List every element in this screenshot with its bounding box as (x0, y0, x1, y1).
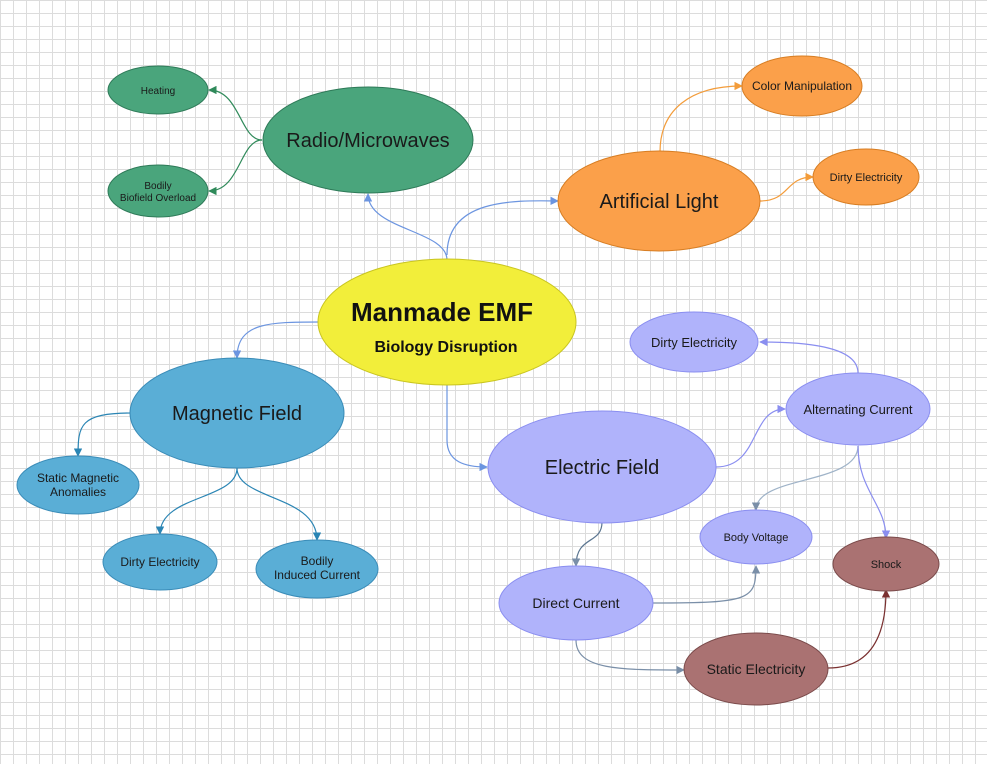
node-magnetic-field[interactable]: Magnetic Field (129, 357, 345, 469)
node-artificial-light[interactable]: Artificial Light (557, 150, 761, 252)
dirty-electricity-mag-label: Dirty Electricity (120, 555, 199, 569)
edge-ac-to-shock (857, 445, 891, 539)
color-manipulation-label: Color Manipulation (752, 79, 852, 93)
edge-dc-to-bodyvoltage (652, 565, 761, 604)
node-static-electricity[interactable]: Static Electricity (683, 632, 829, 706)
node-manmade-emf[interactable]: Manmade EMF Biology Disruption (317, 258, 577, 386)
edge-emf-to-magnetic (232, 321, 321, 359)
edge-dc-to-static (575, 639, 685, 675)
magnetic-field-label: Magnetic Field (172, 403, 302, 425)
edge-static-to-shock (827, 589, 891, 669)
edge-radio-to-heating (208, 85, 263, 141)
induced-current-line2: Induced Current (274, 568, 361, 582)
edge-light-to-color (659, 81, 743, 153)
node-direct-current[interactable]: Direct Current (498, 565, 654, 641)
node-radio-microwaves[interactable]: Radio/Microwaves (262, 86, 474, 194)
manmade-emf-title: Manmade EMF (351, 297, 533, 327)
edge-emf-to-electric (446, 385, 488, 472)
radio-microwaves-label: Radio/Microwaves (286, 130, 449, 152)
shock-label: Shock (871, 559, 902, 571)
electric-field-label: Electric Field (545, 457, 659, 479)
node-bodily-induced-current[interactable]: Bodily Induced Current (255, 539, 379, 599)
node-heating[interactable]: Heating (107, 65, 209, 115)
node-static-magnetic-anomalies[interactable]: Static Magnetic Anomalies (16, 455, 140, 515)
node-color-manipulation[interactable]: Color Manipulation (741, 55, 863, 117)
induced-current-line1: Bodily (301, 554, 334, 568)
edge-magnetic-to-static (73, 412, 133, 457)
artificial-light-label: Artificial Light (600, 191, 719, 213)
edge-electric-to-ac (715, 404, 786, 468)
biofield-line2: Biofield Overload (120, 193, 196, 204)
edge-ac-to-dirty (759, 337, 859, 374)
dirty-electricity-light-label: Dirty Electricity (830, 172, 903, 184)
static-electricity-label: Static Electricity (707, 661, 806, 677)
node-biofield-overload[interactable]: Bodily Biofield Overload (107, 164, 209, 218)
body-voltage-label: Body Voltage (724, 532, 789, 544)
edge-emf-to-light (446, 196, 559, 256)
edge-ac-to-bodyvoltage (751, 445, 859, 511)
node-electric-field[interactable]: Electric Field (487, 410, 717, 524)
node-body-voltage[interactable]: Body Voltage (699, 509, 813, 565)
node-dirty-electricity-electric[interactable]: Dirty Electricity (629, 311, 759, 373)
node-shock[interactable]: Shock (832, 536, 940, 592)
node-alternating-current[interactable]: Alternating Current (785, 372, 931, 446)
edge-electric-to-dc (571, 521, 603, 567)
node-dirty-electricity-light[interactable]: Dirty Electricity (812, 148, 920, 206)
direct-current-label: Direct Current (532, 595, 619, 611)
biofield-line1: Bodily (144, 181, 171, 192)
edge-emf-to-radio (363, 193, 448, 261)
static-magnetic-line1: Static Magnetic (37, 471, 119, 485)
edge-magnetic-to-dirty (155, 467, 238, 535)
node-dirty-electricity-magnetic[interactable]: Dirty Electricity (102, 533, 218, 591)
alternating-current-label: Alternating Current (803, 402, 912, 417)
heating-label: Heating (141, 86, 175, 97)
edge-light-to-dirty (759, 172, 814, 202)
manmade-emf-subtitle: Biology Disruption (374, 339, 517, 356)
dirty-electricity-elec-label: Dirty Electricity (651, 335, 737, 350)
edge-magnetic-to-induced (236, 467, 322, 541)
static-magnetic-line2: Anomalies (50, 485, 106, 499)
edge-radio-to-biofield (208, 139, 263, 196)
